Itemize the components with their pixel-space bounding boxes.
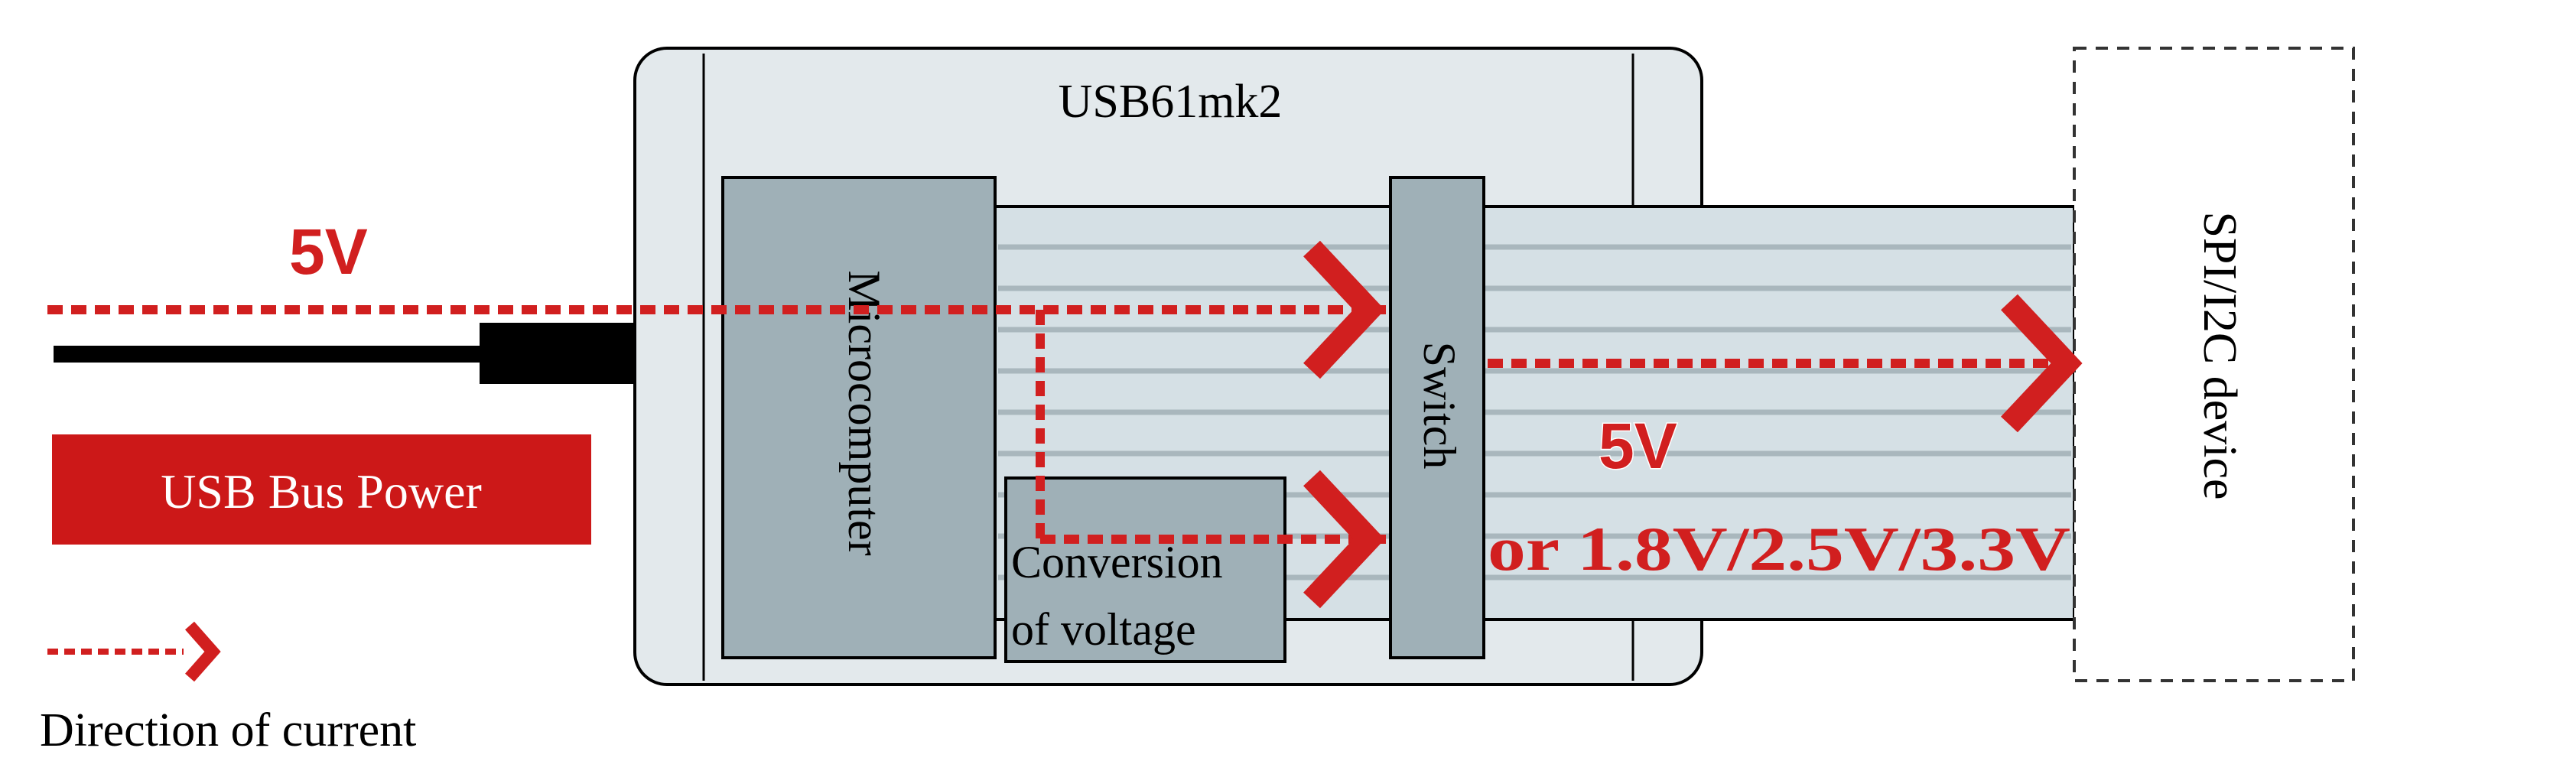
output-voltage-alt-label: or 1.8V/2.5V/3.3V: [1488, 514, 2070, 584]
legend: Direction of current: [40, 621, 416, 756]
voltage-conversion-box: [1004, 476, 1286, 663]
voltage-conversion-label-line1: Conversion: [1011, 537, 1223, 587]
current-path-lines: [47, 305, 2065, 544]
usb-bus-power-badge: [52, 434, 591, 545]
spi-i2c-device-box: [2073, 47, 2355, 682]
switch-label: Switch: [1414, 342, 1465, 470]
microcomputer-label: Microcomputer: [839, 270, 890, 555]
switch-box: [1389, 176, 1485, 659]
device-title: USB61mk2: [1059, 76, 1283, 128]
microcomputer-box: [721, 176, 997, 659]
usb-bus-power-label: USB Bus Power: [161, 464, 482, 519]
input-voltage-label: 5V: [289, 216, 368, 288]
output-voltage-label: 5V: [1599, 410, 1677, 482]
legend-label: Direction of current: [40, 704, 416, 756]
spi-i2c-device-label: SPI/I2C device: [2194, 211, 2246, 499]
arrow-icon: [1303, 240, 2083, 609]
voltage-conversion-label-line2: of voltage: [1011, 604, 1196, 655]
legend-arrow-icon: [185, 621, 221, 682]
usb-cable: [54, 323, 635, 384]
